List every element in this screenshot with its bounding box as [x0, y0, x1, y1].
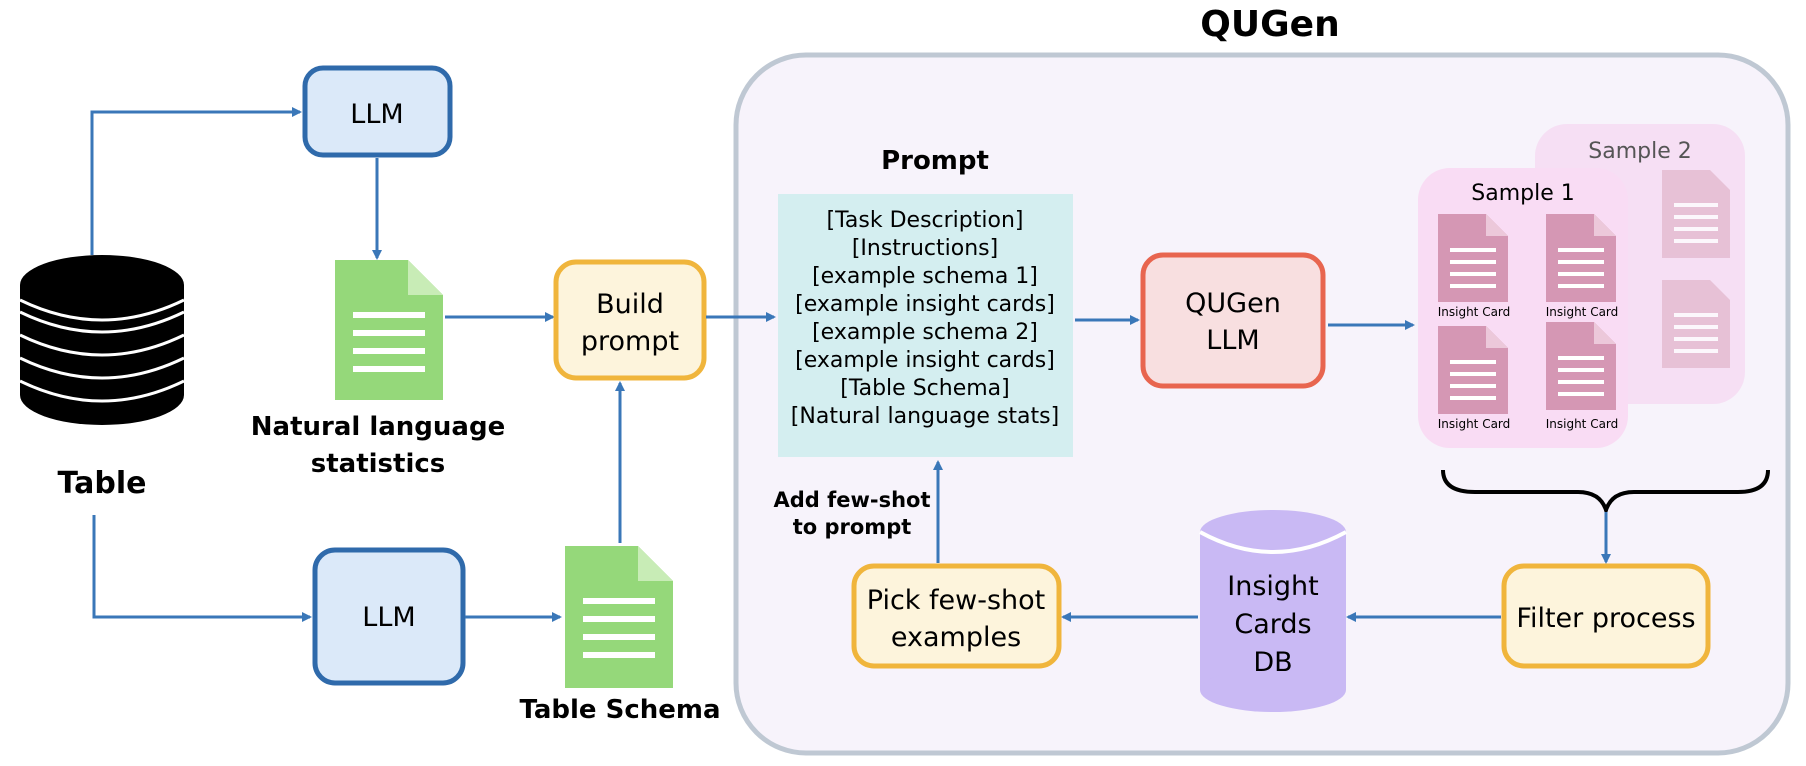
build-prompt-line1: Build [596, 289, 664, 320]
llm-bottom-label: LLM [362, 602, 415, 633]
insight-card-label: Insight Card [1438, 417, 1511, 431]
llm-top-label: LLM [350, 99, 403, 130]
insight-card-icon [1438, 326, 1508, 414]
nl-stats-label-line2: statistics [311, 449, 446, 479]
nl-stats-document-icon [335, 260, 443, 400]
pick-fewshot-line1: Pick few-shot [867, 585, 1045, 616]
insight-card-icon [1438, 214, 1508, 302]
prompt-line: [example insight cards] [795, 348, 1055, 373]
db-label-line3: DB [1253, 647, 1292, 678]
filter-process-label: Filter process [1516, 603, 1695, 634]
sample1-label: Sample 1 [1471, 181, 1574, 206]
add-fewshot-line1: Add few-shot [773, 488, 930, 512]
db-label-line1: Insight [1227, 571, 1318, 602]
qugen-llm-box [1140, 252, 1326, 389]
llm-top-box [302, 65, 453, 158]
table-label: Table [58, 466, 147, 501]
insight-card-icon [1546, 322, 1616, 410]
prompt-title: Prompt [881, 146, 989, 176]
insight-card-label: Insight Card [1546, 417, 1619, 431]
add-fewshot-line2: to prompt [793, 515, 912, 539]
insight-card-label: Insight Card [1438, 305, 1511, 319]
sample2-doc-icon [1662, 170, 1730, 258]
build-prompt-box [553, 259, 707, 381]
insight-card-icon [1546, 214, 1616, 302]
pick-fewshot-box [851, 563, 1062, 669]
qugen-title: QUGen [1200, 4, 1339, 45]
sample2-doc-icon [1662, 280, 1730, 368]
arrow-table-to-llm-bottom [92, 515, 312, 622]
qugen-llm-line1: QUGen [1185, 288, 1281, 319]
curly-brace [1441, 469, 1770, 517]
qugen-llm-line2: LLM [1206, 325, 1259, 356]
table-schema-label: Table Schema [519, 695, 720, 725]
prompt-lines: [Task Description] [Instructions] [examp… [791, 208, 1059, 429]
prompt-line: [example schema 1] [812, 264, 1038, 289]
insight-card-label: Insight Card [1546, 305, 1619, 319]
prompt-line: [example insight cards] [795, 292, 1055, 317]
table-database-icon [19, 255, 185, 425]
llm-bottom-box [312, 547, 466, 686]
sample2-label: Sample 2 [1588, 139, 1691, 164]
prompt-line: [example schema 2] [812, 320, 1038, 345]
arrow-table-to-llm-top [90, 107, 302, 255]
prompt-line: [Table Schema] [840, 376, 1010, 401]
prompt-box [778, 194, 1073, 457]
prompt-line: [Task Description] [827, 208, 1024, 233]
db-label-line2: Cards [1234, 609, 1311, 640]
prompt-line: [Instructions] [852, 236, 998, 261]
prompt-line: [Natural language stats] [791, 404, 1059, 429]
table-schema-document-icon [565, 546, 673, 688]
pick-fewshot-line2: examples [891, 622, 1021, 653]
insight-cards-db-cylinder [1199, 510, 1347, 712]
filter-process-box [1501, 563, 1711, 669]
build-prompt-line2: prompt [581, 326, 679, 357]
nl-stats-label-line1: Natural language [251, 412, 505, 442]
